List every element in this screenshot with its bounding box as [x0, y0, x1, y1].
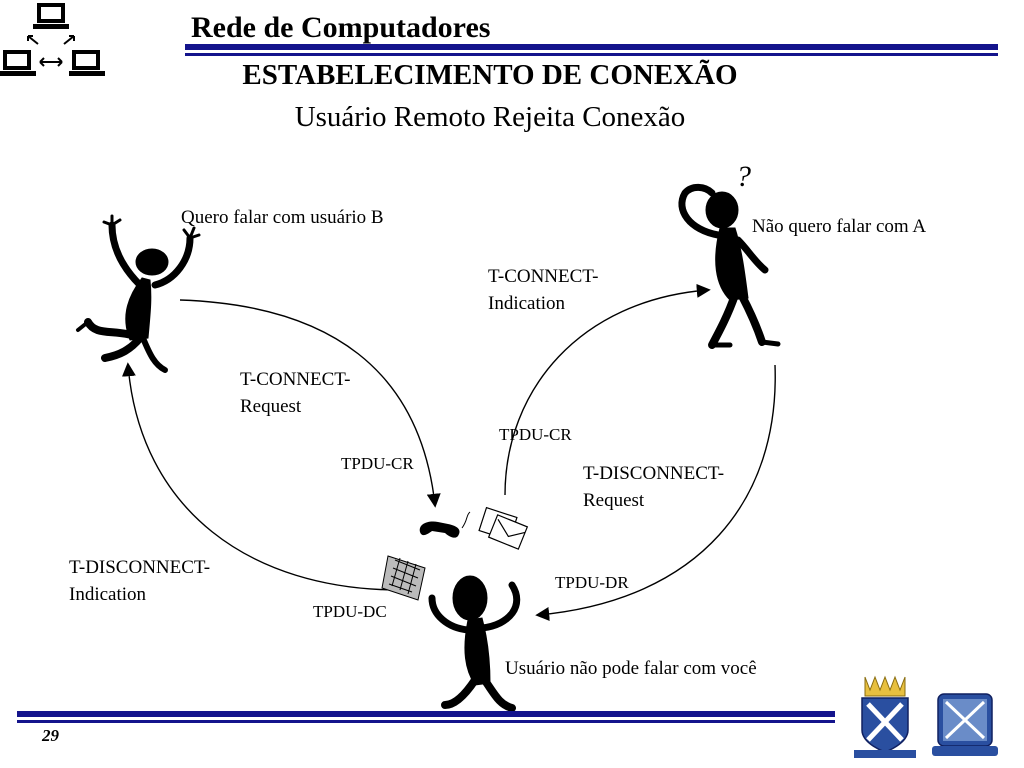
speech-user-a: Quero falar com usuário B [181, 207, 384, 228]
speech-provider: Usuário não pode falar com você [505, 658, 757, 679]
envelopes-icon [478, 506, 529, 550]
telephone-icon [419, 511, 471, 538]
network-logo-icon [0, 3, 105, 76]
footer-rule-thin [17, 720, 835, 723]
connect-indication-label: T-CONNECT- Indication [488, 266, 599, 314]
header-rule [185, 44, 998, 50]
question-mark: ? [736, 160, 751, 193]
tpdu-dc-label: TPDU-DC [313, 602, 387, 621]
disconnect-request-label: T-DISCONNECT- Request [583, 463, 725, 511]
user-a-figure-icon [76, 214, 201, 373]
disconnect-indication-arrow [121, 362, 401, 591]
connect-request-label: T-CONNECT- Request [240, 369, 351, 417]
connect-request-arrow [179, 299, 441, 508]
header-title: Rede de Computadores [191, 11, 491, 44]
tpdu-cr-label-right: TPDU-CR [499, 425, 572, 444]
institute-crest-logo-icon [932, 693, 998, 756]
disconnect-request-arrow [535, 364, 776, 621]
keyboard-icon [381, 555, 426, 601]
tpdu-dr-label: TPDU-DR [555, 573, 629, 592]
header-rule-thin [185, 53, 998, 56]
slide-subtitle: Usuário Remoto Rejeita Conexão [294, 101, 686, 133]
disconnect-indication-label: T-DISCONNECT- Indication [69, 557, 211, 605]
transport-provider-figure-icon [428, 575, 521, 712]
user-b-figure-icon [678, 183, 781, 349]
page-number: 29 [42, 726, 59, 745]
slide-title: ESTABELECIMENTO DE CONEXÃO [242, 59, 738, 91]
tpdu-cr-label-left: TPDU-CR [341, 454, 414, 473]
footer-rule [17, 711, 835, 717]
speech-user-b: Não quero falar com A [752, 216, 927, 237]
university-crest-logo-icon [854, 675, 916, 758]
connect-indication-arrow [504, 283, 711, 496]
